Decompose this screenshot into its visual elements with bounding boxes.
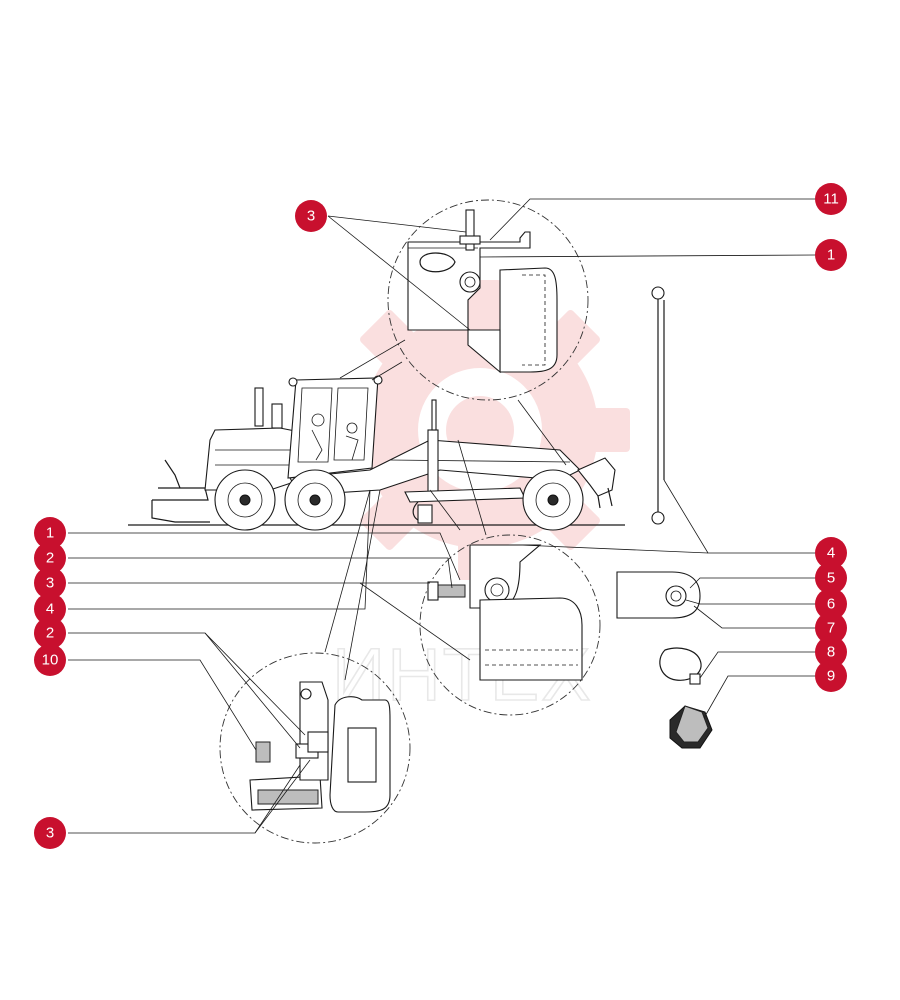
callout-label: 9	[827, 668, 835, 685]
callout-mid-2: 2	[34, 542, 66, 574]
callout-label: 5	[827, 570, 835, 587]
callout-right-5: 5	[815, 562, 847, 594]
callout-label: 10	[42, 652, 59, 669]
callout-low-2: 2	[34, 617, 66, 649]
callout-top-1: 1	[815, 239, 847, 271]
callout-right-7: 7	[815, 612, 847, 644]
callout-label: 1	[46, 525, 54, 542]
callout-right-4: 4	[815, 537, 847, 569]
callout-label: 1	[827, 247, 835, 264]
callout-top-3: 3	[295, 200, 327, 232]
callout-bottom-3: 3	[34, 817, 66, 849]
callout-label: 4	[827, 545, 835, 562]
callout-right-8: 8	[815, 636, 847, 668]
callout-label: 6	[827, 596, 835, 613]
callout-label: 3	[46, 575, 54, 592]
callout-right-6: 6	[815, 588, 847, 620]
leader-lines	[68, 198, 816, 834]
loose-parts	[616, 286, 713, 749]
callout-right-9: 9	[815, 660, 847, 692]
detail-view-lower	[219, 489, 411, 844]
detail-view-middle	[419, 439, 601, 716]
callout-label: 4	[46, 601, 54, 618]
callout-label: 11	[823, 191, 839, 208]
callout-label: 2	[46, 550, 54, 567]
callout-mid-4: 4	[34, 593, 66, 625]
callout-label: 8	[827, 644, 835, 661]
callout-label: 2	[46, 625, 54, 642]
callout-mid-3: 3	[34, 567, 66, 599]
callout-label: 3	[307, 208, 315, 225]
callout-label: 7	[827, 620, 835, 637]
callout-label: 3	[46, 825, 54, 842]
motor-grader	[151, 375, 616, 531]
detail-view-top	[339, 199, 589, 466]
callout-low-10: 10	[34, 644, 66, 676]
callout-mid-1: 1	[34, 517, 66, 549]
callout-top-11: 11	[815, 183, 847, 215]
